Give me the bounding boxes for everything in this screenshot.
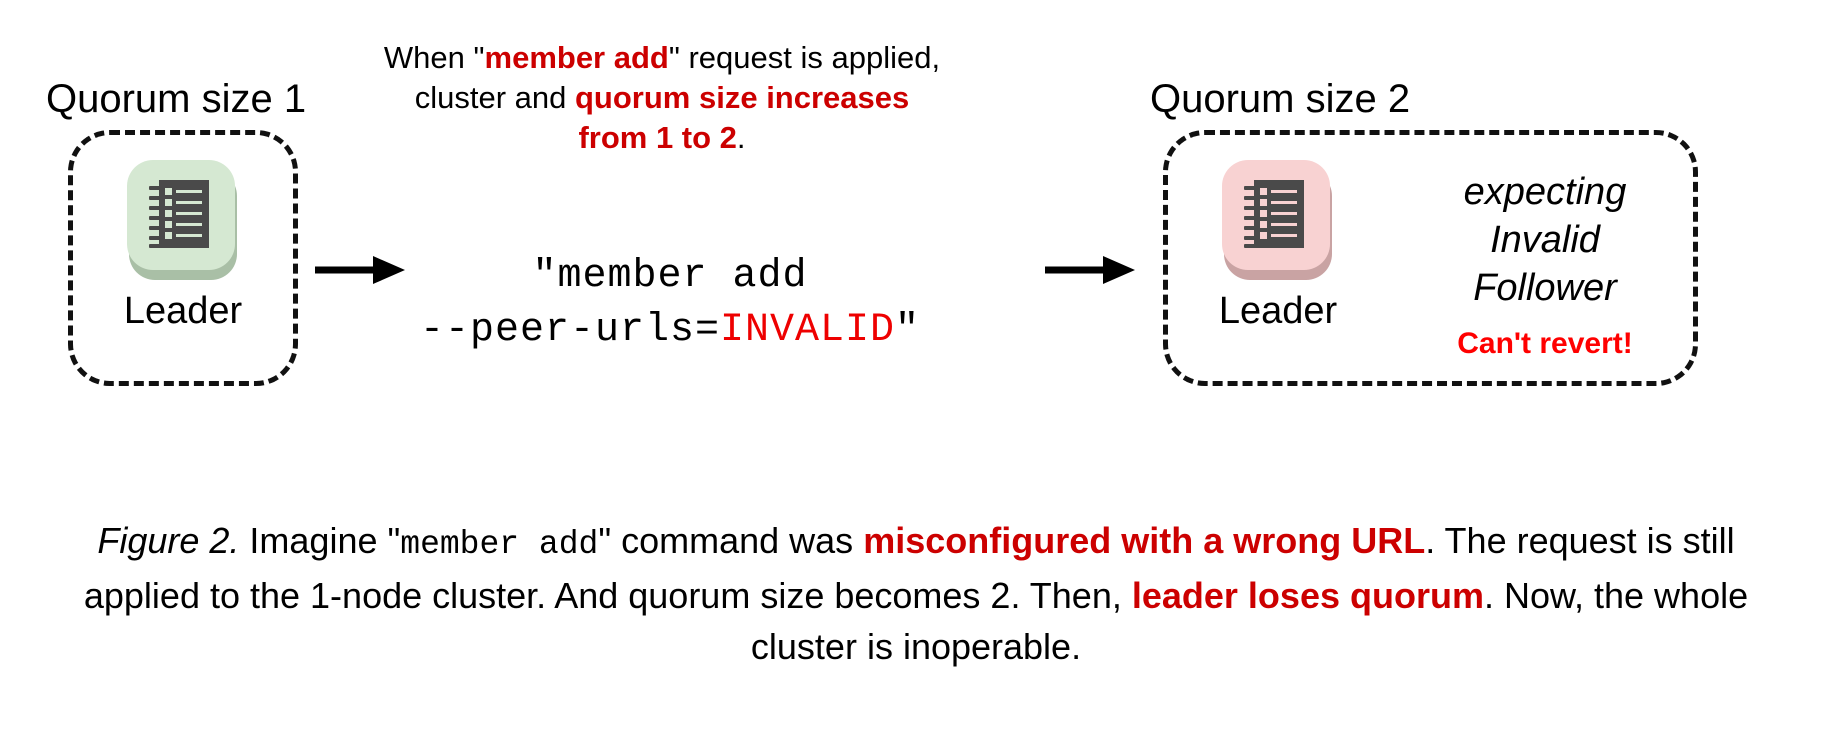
top-note-line1-red: member add [484,40,669,75]
command-line-1: "member add [532,254,808,299]
top-note-line1-post: " request is applied, [668,40,941,75]
left-cluster-box [68,130,298,386]
expecting-invalid-follower-note: expecting Invalid Follower [1400,168,1690,312]
expecting-line-1: expecting [1463,171,1627,213]
top-annotation: When "member add" request is applied, cl… [352,38,972,158]
top-note-line1-pre: When " [383,40,485,75]
arrow-right-icon-second [1045,256,1135,284]
server-rack-icon [1244,180,1304,248]
arrow-right-icon-first [315,256,405,284]
caption-seg-2: " command was [598,520,864,561]
caption-seg-1: Imagine " [239,520,401,561]
left-cluster-title: Quorum size 1 [46,77,307,121]
left-node-label: Leader [123,290,243,332]
cant-revert-warning: Can't revert! [1457,327,1633,360]
left-node-icon-wrap [123,156,243,284]
expecting-line-3: Follower [1473,267,1617,309]
caption-red-misconfigured: misconfigured with a wrong URL [863,520,1426,561]
top-note-line3-post: . [736,120,746,155]
caption-mono-command: member add [400,526,599,563]
command-text: "member add --peer-urls=INVALID" [400,250,940,358]
command-line2-post: " [895,308,921,353]
top-note-line2-pre: cluster and [414,80,575,115]
caption-figure-label: Figure 2. [97,520,240,561]
command-line-2: --peer-urls=INVALID" [400,304,940,358]
left-node: Leader [93,156,273,332]
caption-seg-4: . Now, the whole cluster is inoperable. [750,575,1749,667]
expecting-line-2: Invalid [1490,219,1600,261]
command-invalid-token: INVALID [720,308,896,353]
right-node-label: Leader [1218,290,1338,332]
top-note-line3-red: from 1 to 2 [578,120,737,155]
right-node-icon-wrap [1218,156,1338,284]
caption-red-loses-quorum: leader loses quorum [1131,575,1484,616]
right-cluster-box [1163,130,1698,386]
caption-seg-3: . The request is still applied to the 1-… [83,520,1735,616]
command-line2-pre: --peer-urls= [419,308,720,353]
right-node: Leader [1188,156,1368,332]
right-cluster-title: Quorum size 2 [1150,77,1411,121]
figure-caption: Figure 2. Imagine "member add" command w… [40,515,1792,672]
top-note-line2-red: quorum size increases [575,80,910,115]
server-rack-icon [149,180,209,248]
